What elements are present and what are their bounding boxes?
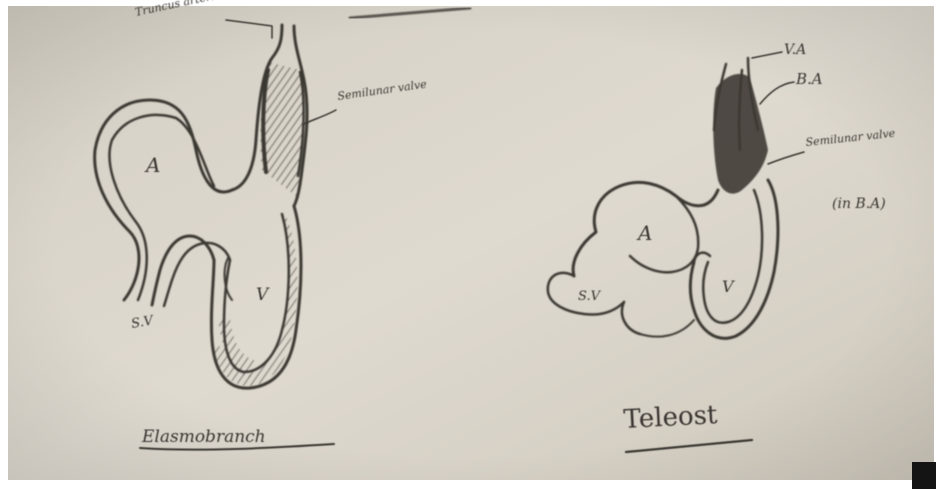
label-valve-note: (in B.A) <box>832 196 886 212</box>
label-bulbus-arteriosus: B.A <box>795 70 823 88</box>
corner-shadow <box>912 462 936 489</box>
label-atrium-right: A <box>636 221 652 245</box>
label-sinus-right: S.V <box>578 289 602 304</box>
caption-elasmobranch: Elasmobranch <box>141 427 266 447</box>
label-ventricle-left: V <box>256 285 270 305</box>
label-ventricle-right: V <box>722 277 735 296</box>
caption-teleost: Teleost <box>623 400 719 435</box>
label-atrium-left: A <box>144 153 160 177</box>
label-ventral-aorta: V.A <box>784 42 806 58</box>
